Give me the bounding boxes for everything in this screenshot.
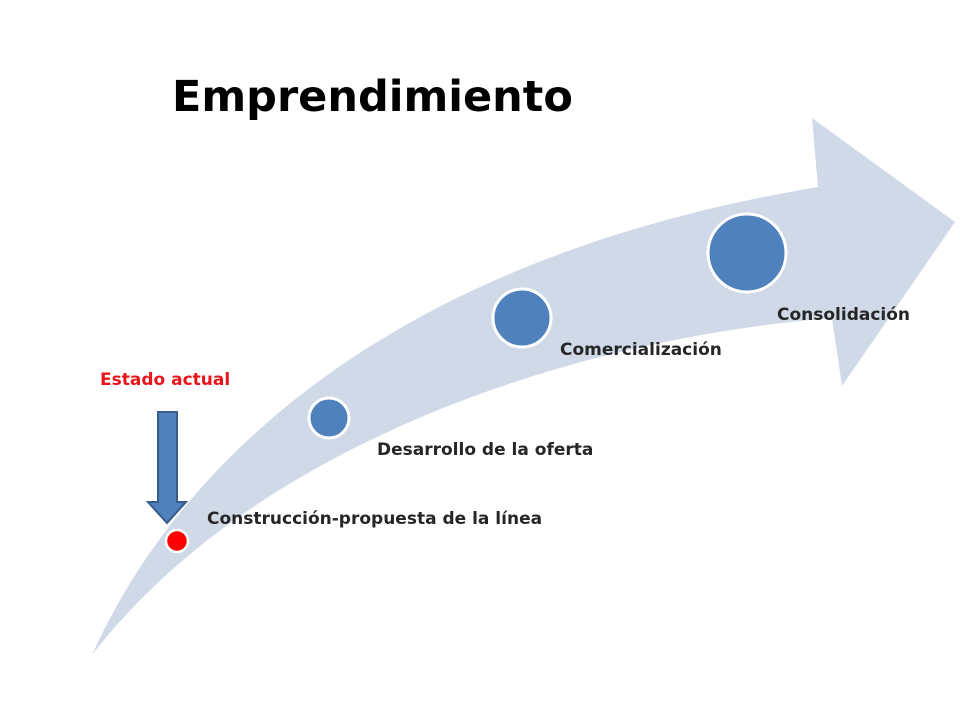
stage-marker-current <box>164 528 190 554</box>
stage-label-desarrollo: Desarrollo de la oferta <box>377 440 594 460</box>
stage-marker-comercializacion <box>491 287 553 349</box>
stage-label-construccion: Construcción-propuesta de la línea <box>207 509 543 529</box>
stage-marker-consolidacion <box>706 212 788 294</box>
stage-marker-desarrollo <box>307 396 351 440</box>
stage-label-consolidacion: Consolidación <box>777 305 911 325</box>
slide-title: Emprendimiento <box>172 72 573 122</box>
down-arrow-icon <box>145 411 189 525</box>
current-status-label: Estado actual <box>100 370 231 390</box>
stage-label-comercializacion: Comercialización <box>560 340 722 360</box>
